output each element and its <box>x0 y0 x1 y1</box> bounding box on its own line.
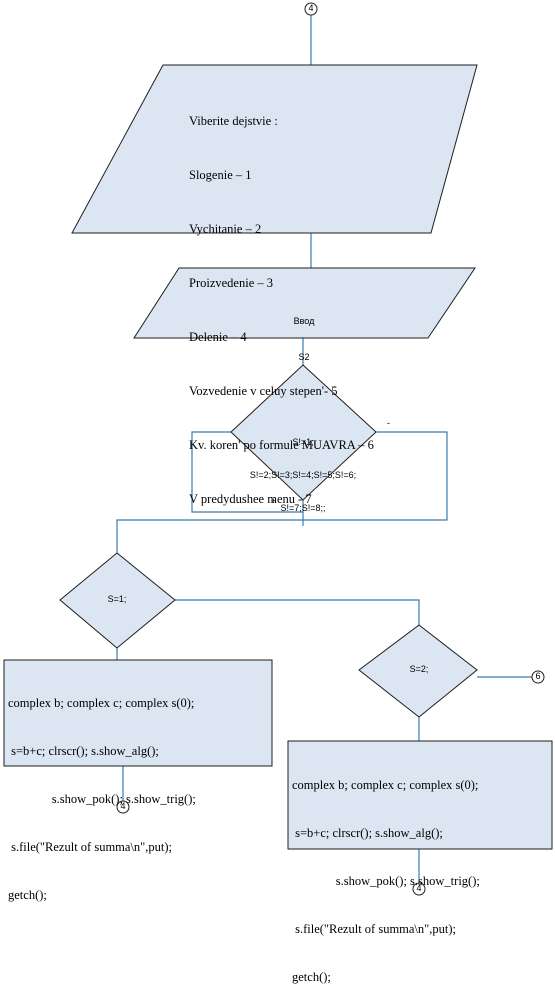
process-line: s.show_pok(); s.show_trig(); <box>8 792 196 806</box>
process-right-text: complex b; complex c; complex s(0); s=b+… <box>292 745 480 1001</box>
menu-line: Delenie – 4 <box>189 330 247 344</box>
connector-top-label: 4 <box>308 3 314 13</box>
connector-right-bottom-label: 4 <box>416 883 422 893</box>
input-text-block: Ввод S2 <box>274 291 334 375</box>
menu-line: Viberite dejstvie : <box>189 114 278 128</box>
flow-lines <box>116 15 532 884</box>
decision-s2-diamond <box>358 624 478 718</box>
check-decision-diamond <box>230 364 377 501</box>
connector-left-bottom-label: 4 <box>120 801 126 811</box>
menu-parallelogram <box>71 64 478 234</box>
menu-line: V predydushee menu - 7 <box>189 492 312 506</box>
menu-line: Vozvedenie v celuy stepen'- 5 <box>189 384 338 398</box>
process-line: s.file("Rezult of summa\n",put); <box>8 840 172 854</box>
menu-line: Slogenie – 1 <box>189 168 252 182</box>
process-box-left <box>3 659 273 767</box>
decision-s1-label: S=1; <box>107 594 127 604</box>
minus-branch-label: - <box>387 418 390 428</box>
process-line: s=b+c; clrscr(); s.show_alg(); <box>292 826 443 840</box>
connector-right-side-circle <box>531 670 545 684</box>
connector-top-circle <box>304 2 318 16</box>
process-line: s.file("Rezult of summa\n",put); <box>292 922 456 936</box>
connector-right-bottom-circle <box>412 882 426 896</box>
process-box-right <box>287 740 553 850</box>
menu-line: Vychitanie – 2 <box>189 222 262 236</box>
decision-s2-label: S=2; <box>409 664 429 674</box>
flowchart-canvas <box>3 2 553 896</box>
connector-right-side-label: 6 <box>535 671 541 681</box>
process-line: s=b+c; clrscr(); s.show_alg(); <box>8 744 159 758</box>
process-line: complex b; complex c; complex s(0); <box>292 778 479 792</box>
check-line: S!=1; <box>292 437 314 447</box>
input-label: Ввод <box>293 316 315 326</box>
process-line: getch(); <box>8 888 47 902</box>
check-text-block: S!=1; S!=2;S!=3;S!=4;S!=5;S!=6; S!=7;S!=… <box>233 415 373 525</box>
process-line: s.show_pok(); s.show_trig(); <box>292 874 480 888</box>
check-line: S!=7;S!=8;; <box>280 503 326 513</box>
decision-s1-diamond <box>59 552 176 649</box>
process-left-text: complex b; complex c; complex s(0); s=b+… <box>8 663 196 919</box>
menu-line: Proizvedenie – 3 <box>189 276 274 290</box>
connector-left-bottom-circle <box>116 800 130 814</box>
check-line: S!=2;S!=3;S!=4;S!=5;S!=6; <box>249 470 357 480</box>
input-variable: S2 <box>298 352 310 362</box>
process-line: getch(); <box>292 970 331 984</box>
menu-text-block: Viberite dejstvie : Slogenie – 1 Vychita… <box>189 76 374 526</box>
menu-line: Kv. koren' po formule MUAVRA – 6 <box>189 438 374 452</box>
input-parallelogram <box>133 267 476 339</box>
process-line: complex b; complex c; complex s(0); <box>8 696 195 710</box>
plus-branch-label: + <box>271 496 277 506</box>
